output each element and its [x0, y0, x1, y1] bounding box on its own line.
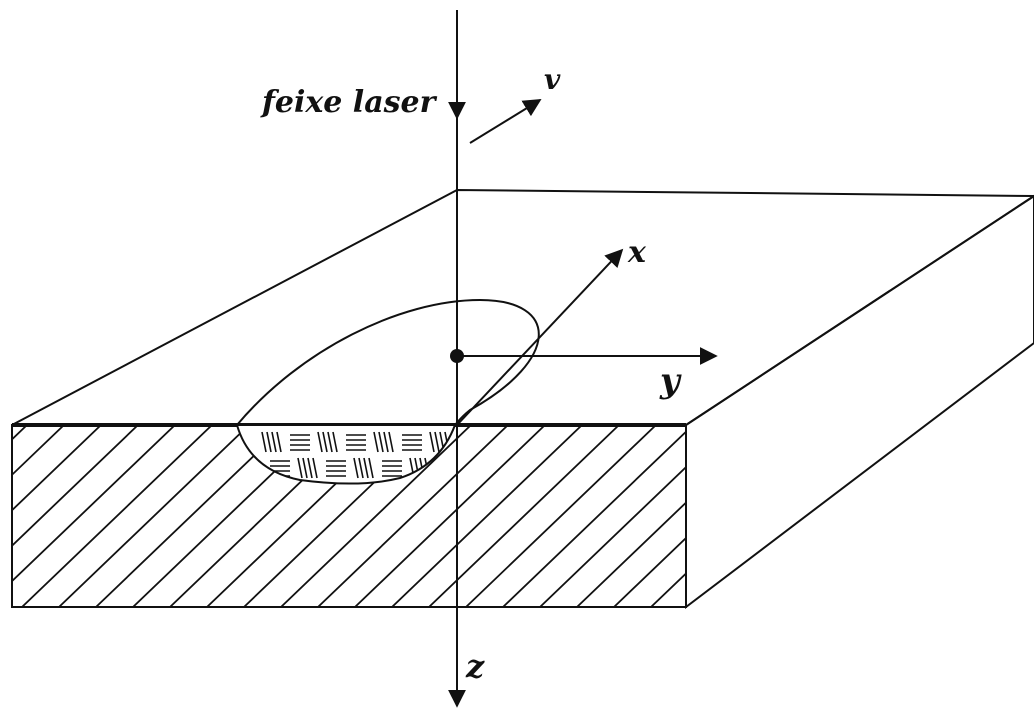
y-axis-label: y [660, 361, 680, 401]
hatch-line [21, 425, 213, 607]
hatch-line [12, 425, 139, 547]
hatch-line [539, 465, 686, 607]
pool-texture-mark [276, 431, 282, 453]
hatch-line [650, 572, 686, 607]
pool-texture-mark [266, 431, 272, 453]
hatch-line [280, 425, 472, 607]
hatch-line [391, 425, 583, 607]
hatch-line [12, 425, 176, 583]
hatch-line [836, 425, 1026, 607]
pool-texture-mark [373, 431, 379, 453]
x-axis-label: x [628, 235, 646, 270]
melt-pool-surface-outline [236, 298, 540, 426]
hatch-line [873, 425, 1034, 607]
pool-texture-mark [378, 431, 384, 453]
hatch-line [799, 425, 989, 607]
hatch-line [12, 425, 65, 477]
hatch-line [502, 430, 686, 607]
pool-texture-mark [271, 431, 277, 453]
block-right-face [685, 194, 1034, 610]
pool-texture-mark [317, 431, 323, 453]
pool-texture-mark [434, 431, 440, 453]
pool-texture-mark [327, 431, 333, 453]
workpiece-block [11, 188, 1034, 610]
hatch-line [762, 425, 952, 607]
hatch-line [428, 425, 620, 607]
pool-texture-mark [383, 431, 389, 453]
velocity-label: v [544, 63, 561, 96]
hatch-line [613, 536, 686, 607]
velocity-arrow [469, 99, 542, 144]
hatch-line [465, 425, 657, 607]
laser-beam-label: feixe laser [262, 85, 436, 120]
pool-texture-mark [363, 457, 369, 479]
pool-texture-mark [358, 457, 364, 479]
pool-texture-mark [312, 457, 318, 479]
pool-texture-mark [322, 431, 328, 453]
pool-texture-mark [353, 457, 359, 479]
hatch-line [688, 425, 878, 607]
hatch-line [58, 425, 250, 607]
hatch-line [12, 425, 102, 512]
hatch-line [576, 501, 686, 607]
hatch-line [354, 425, 546, 607]
pool-texture-mark [388, 431, 394, 453]
z-axis-label: z [466, 647, 485, 685]
hatch-line [317, 425, 509, 607]
pool-texture-mark [261, 431, 267, 453]
pool-texture-mark [332, 431, 338, 453]
cross-section-hatching [12, 425, 1034, 607]
melt-pool-section [235, 424, 457, 485]
pool-texture-mark [429, 431, 435, 453]
pool-texture-mark [302, 457, 308, 479]
pool-texture-mark [368, 457, 374, 479]
block-top-face [11, 188, 1034, 426]
pool-texture-mark [307, 457, 313, 479]
x-axis-arrow [456, 248, 624, 426]
pool-texture-mark [297, 457, 303, 479]
hatch-line [725, 425, 915, 607]
